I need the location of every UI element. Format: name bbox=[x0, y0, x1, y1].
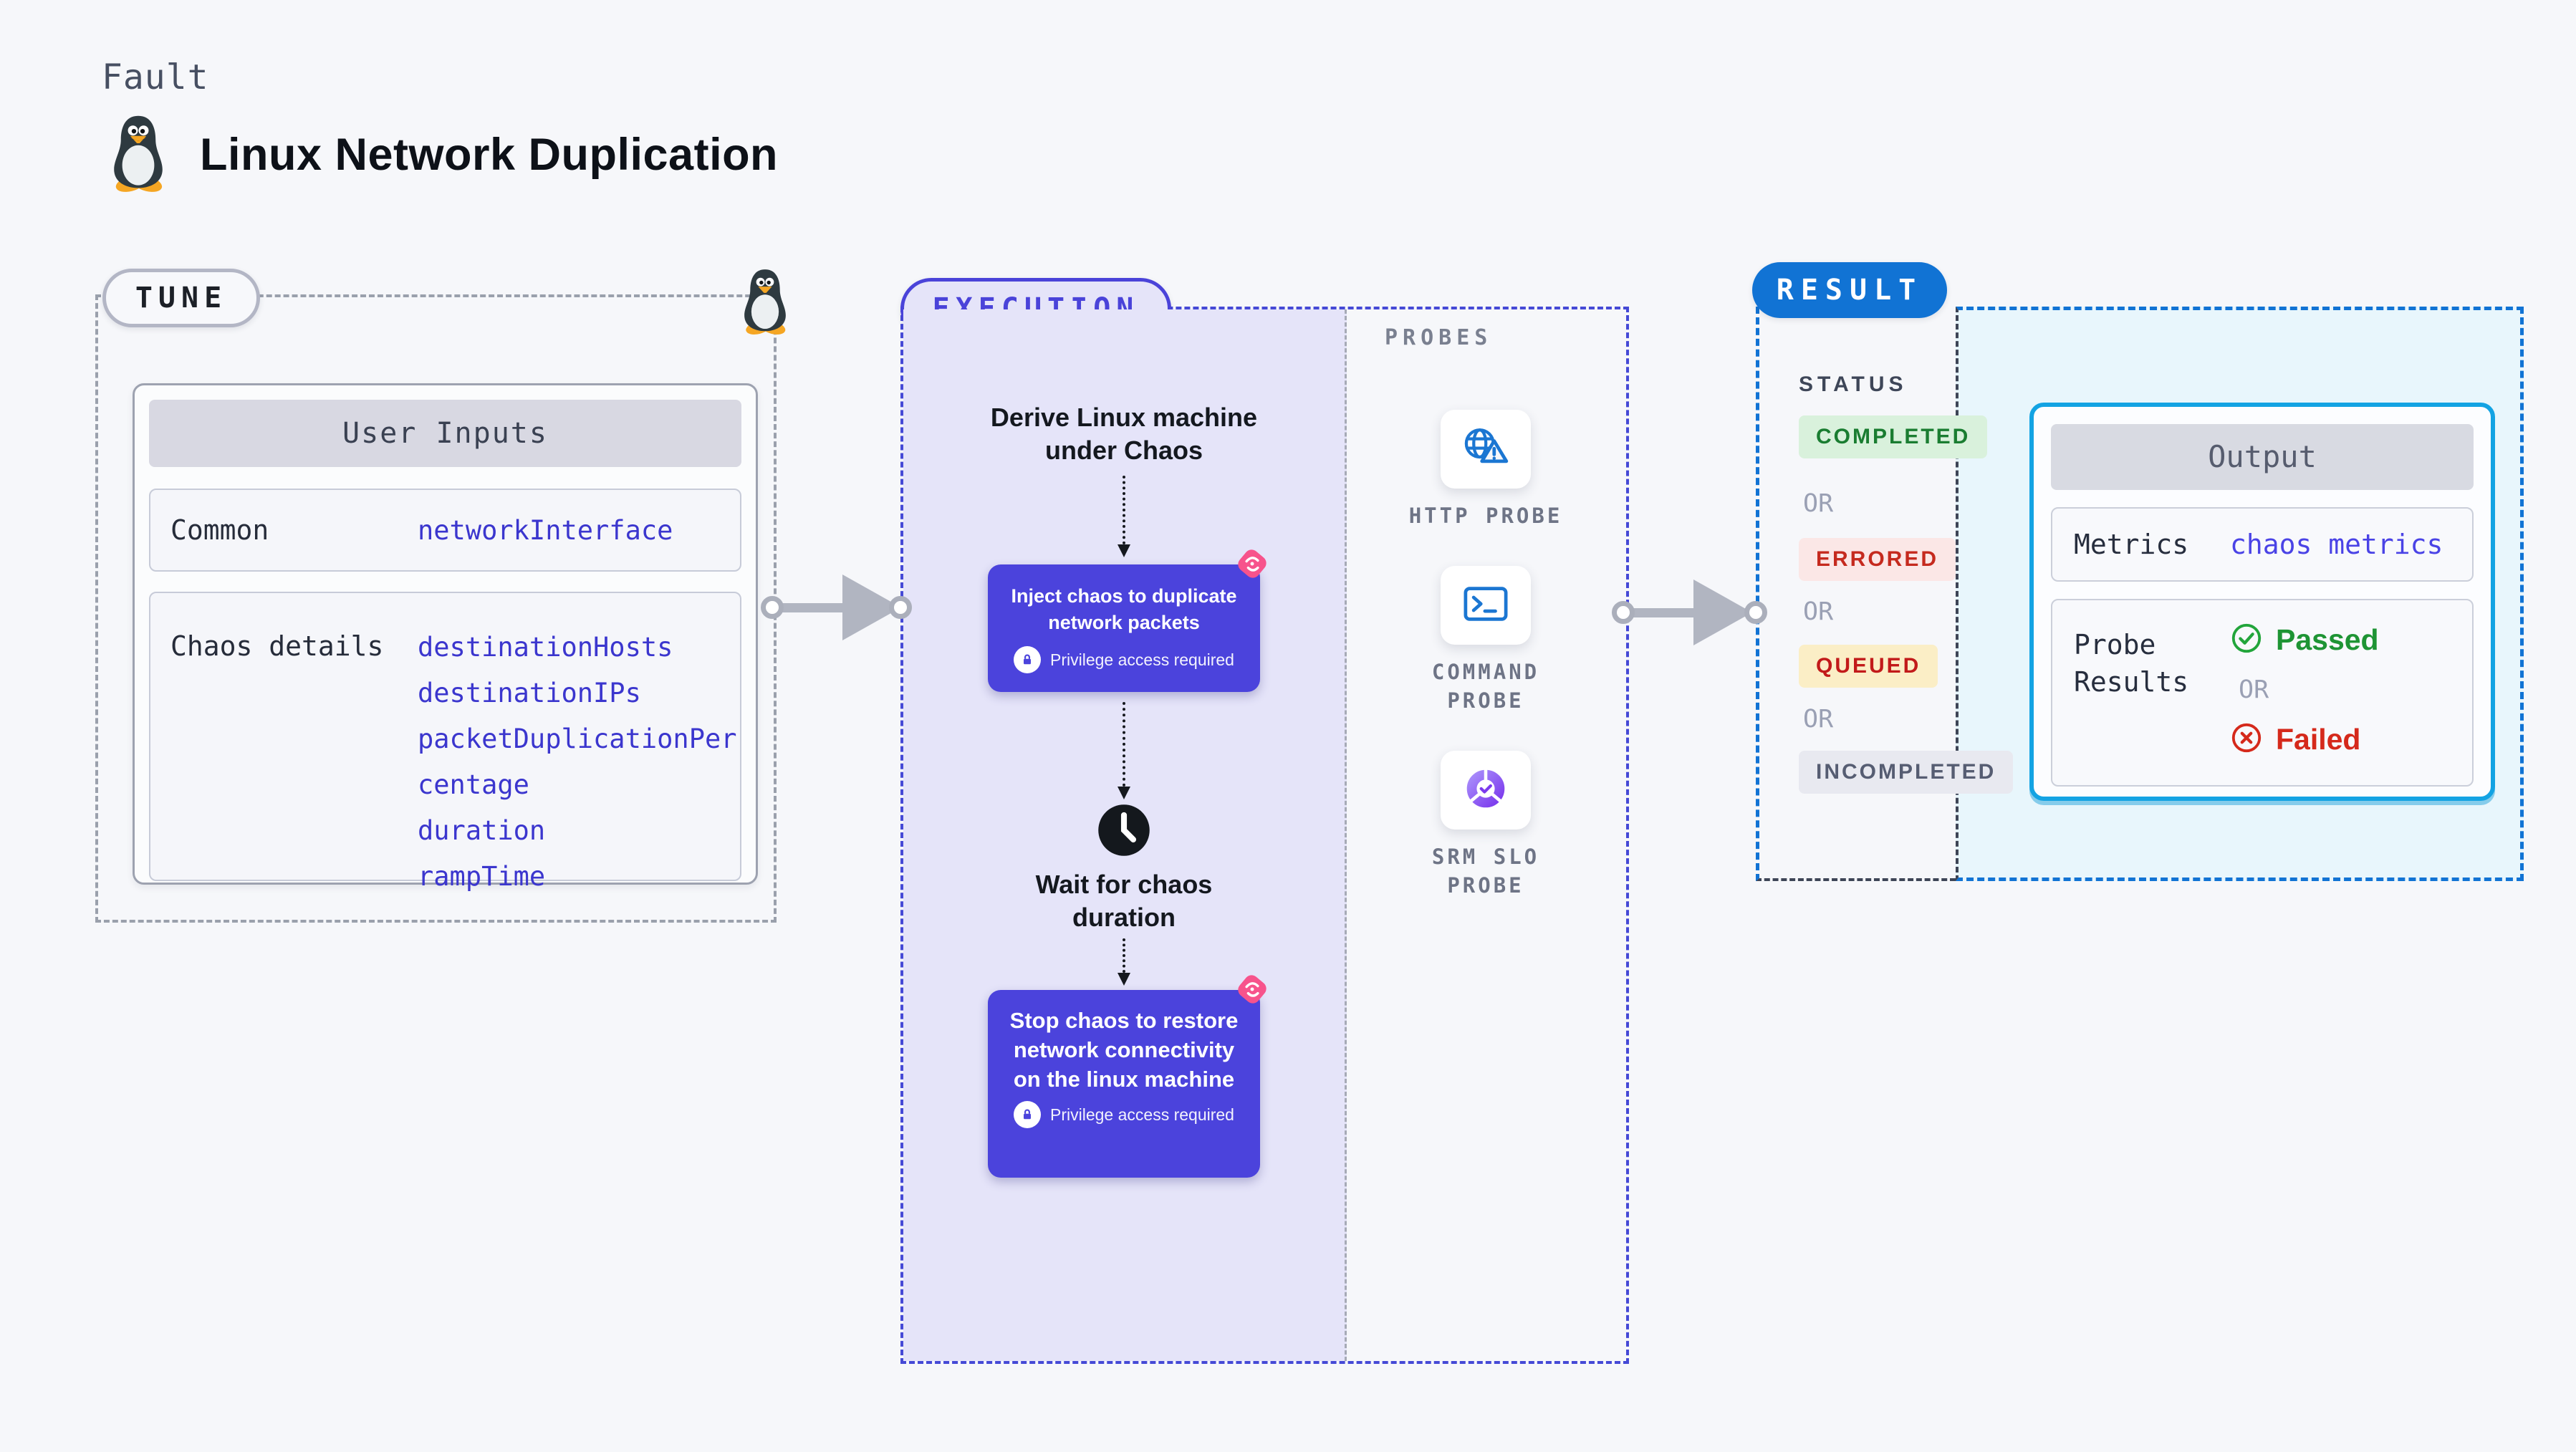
srm-slo-probe-label: SRM SLO PROBE bbox=[1431, 845, 1540, 898]
flow-connector bbox=[1118, 476, 1130, 557]
table-row-chaos-details: Chaos details destinationHosts destinati… bbox=[149, 592, 741, 892]
tune-section: TUNE User Inputs Common networkInterface… bbox=[95, 269, 786, 923]
globe-alert-icon bbox=[1458, 424, 1514, 475]
chaos-fault-icon bbox=[1233, 544, 1272, 583]
flow-connector bbox=[1118, 702, 1130, 799]
terminal-icon bbox=[1460, 582, 1512, 629]
tune-badge: TUNE bbox=[102, 269, 260, 327]
flow-connector bbox=[1118, 938, 1130, 986]
step-derive-machine: Derive Linux machine under Chaos bbox=[990, 403, 1258, 465]
arrow-shaft bbox=[774, 603, 845, 612]
passed-label: Passed bbox=[2276, 623, 2379, 656]
page-title: Linux Network Duplication bbox=[200, 129, 779, 180]
privilege-note: Privilege access required bbox=[1005, 1101, 1243, 1128]
or-separator: OR bbox=[1803, 705, 1834, 734]
arrow-shaft bbox=[1625, 608, 1696, 617]
tux-icon-small bbox=[736, 267, 794, 338]
lock-icon bbox=[1014, 1101, 1042, 1128]
status-badge-completed: COMPLETED bbox=[1799, 415, 1988, 458]
privilege-note: Privilege access required bbox=[996, 646, 1251, 673]
http-probe-label: HTTP PROBE bbox=[1408, 504, 1563, 528]
passed-row: Passed bbox=[2230, 622, 2379, 658]
srm-slo-probe-card bbox=[1441, 751, 1531, 830]
tux-icon bbox=[104, 113, 173, 196]
step-inject-chaos: Inject chaos to duplicate network packet… bbox=[988, 549, 1267, 692]
title-row: Linux Network Duplication bbox=[104, 113, 778, 196]
chaos-metrics-link[interactable]: chaos metrics bbox=[2230, 529, 2443, 560]
failed-label: Failed bbox=[2276, 723, 2361, 756]
probe-results-row: Probe Results Passed OR bbox=[2051, 599, 2474, 787]
chaos-fault-icon bbox=[1233, 970, 1272, 1009]
row-label: Common bbox=[170, 514, 269, 546]
input-link-packetDuplicationPercentage[interactable]: packetDuplicationPercentage bbox=[418, 723, 737, 800]
connector-dot bbox=[889, 596, 912, 619]
probes-panel: PROBES HTTP PROBE bbox=[1345, 309, 1626, 1361]
output-card: Output Metrics chaos metrics Probe Resul… bbox=[2029, 403, 2495, 801]
step-wait-duration: Wait for chaos duration bbox=[1035, 870, 1213, 932]
status-panel bbox=[1756, 307, 1956, 881]
connector-dot bbox=[1612, 601, 1635, 624]
clock-icon bbox=[1096, 802, 1152, 862]
connector-dot bbox=[761, 596, 784, 619]
probe-results-label: Probe Results bbox=[2074, 629, 2189, 698]
metrics-row: Metrics chaos metrics bbox=[2051, 507, 2474, 582]
metrics-label: Metrics bbox=[2074, 529, 2189, 560]
input-link-destinationIPs[interactable]: destinationIPs bbox=[418, 678, 641, 708]
lock-icon bbox=[1014, 646, 1042, 673]
fault-kicker: Fault bbox=[102, 57, 209, 97]
user-inputs-header: User Inputs bbox=[149, 400, 741, 467]
output-header: Output bbox=[2051, 424, 2474, 490]
input-link-destinationHosts[interactable]: destinationHosts bbox=[418, 632, 673, 663]
probes-heading: PROBES bbox=[1385, 325, 1493, 350]
connector-dot bbox=[1744, 601, 1767, 624]
http-probe-card bbox=[1441, 410, 1531, 489]
failed-row: Failed bbox=[2230, 721, 2379, 758]
command-probe-card bbox=[1441, 566, 1531, 645]
status-heading: STATUS bbox=[1799, 372, 1908, 396]
check-circle-icon bbox=[2230, 622, 2263, 658]
input-link-duration[interactable]: duration bbox=[418, 815, 546, 846]
or-separator: OR bbox=[2239, 675, 2269, 704]
x-circle-icon bbox=[2230, 721, 2263, 758]
input-link-rampTime[interactable]: rampTime bbox=[418, 861, 546, 892]
status-badge-incompleted: INCOMPLETED bbox=[1799, 751, 2014, 794]
input-link-networkInterface[interactable]: networkInterface bbox=[418, 514, 673, 546]
or-separator: OR bbox=[1803, 597, 1834, 626]
execution-flow-panel: Derive Linux machine under Chaos Inject … bbox=[903, 309, 1347, 1361]
arrow-head bbox=[1693, 580, 1752, 645]
step-stop-chaos: Stop chaos to restore network connectivi… bbox=[988, 975, 1267, 1178]
table-row-common: Common networkInterface bbox=[149, 489, 741, 572]
node-label: Inject chaos to duplicate network packet… bbox=[1011, 585, 1237, 633]
execution-section: EXECUTION Derive Linux machine under Cha… bbox=[900, 278, 1629, 1364]
result-badge: RESULT bbox=[1752, 262, 1947, 318]
node-label: Stop chaos to restore network connectivi… bbox=[1009, 1008, 1239, 1092]
result-section: RESULT STATUS COMPLETED OR ERRORED OR QU… bbox=[1752, 262, 2524, 881]
row-label: Chaos details bbox=[170, 630, 384, 662]
status-badge-queued: QUEUED bbox=[1799, 645, 1938, 688]
user-inputs-table: User Inputs Common networkInterface Chao… bbox=[133, 383, 758, 892]
donut-check-icon bbox=[1459, 766, 1512, 815]
or-separator: OR bbox=[1803, 489, 1834, 518]
status-badge-errored: ERRORED bbox=[1799, 538, 1956, 581]
command-probe-label: COMMAND PROBE bbox=[1431, 660, 1540, 713]
